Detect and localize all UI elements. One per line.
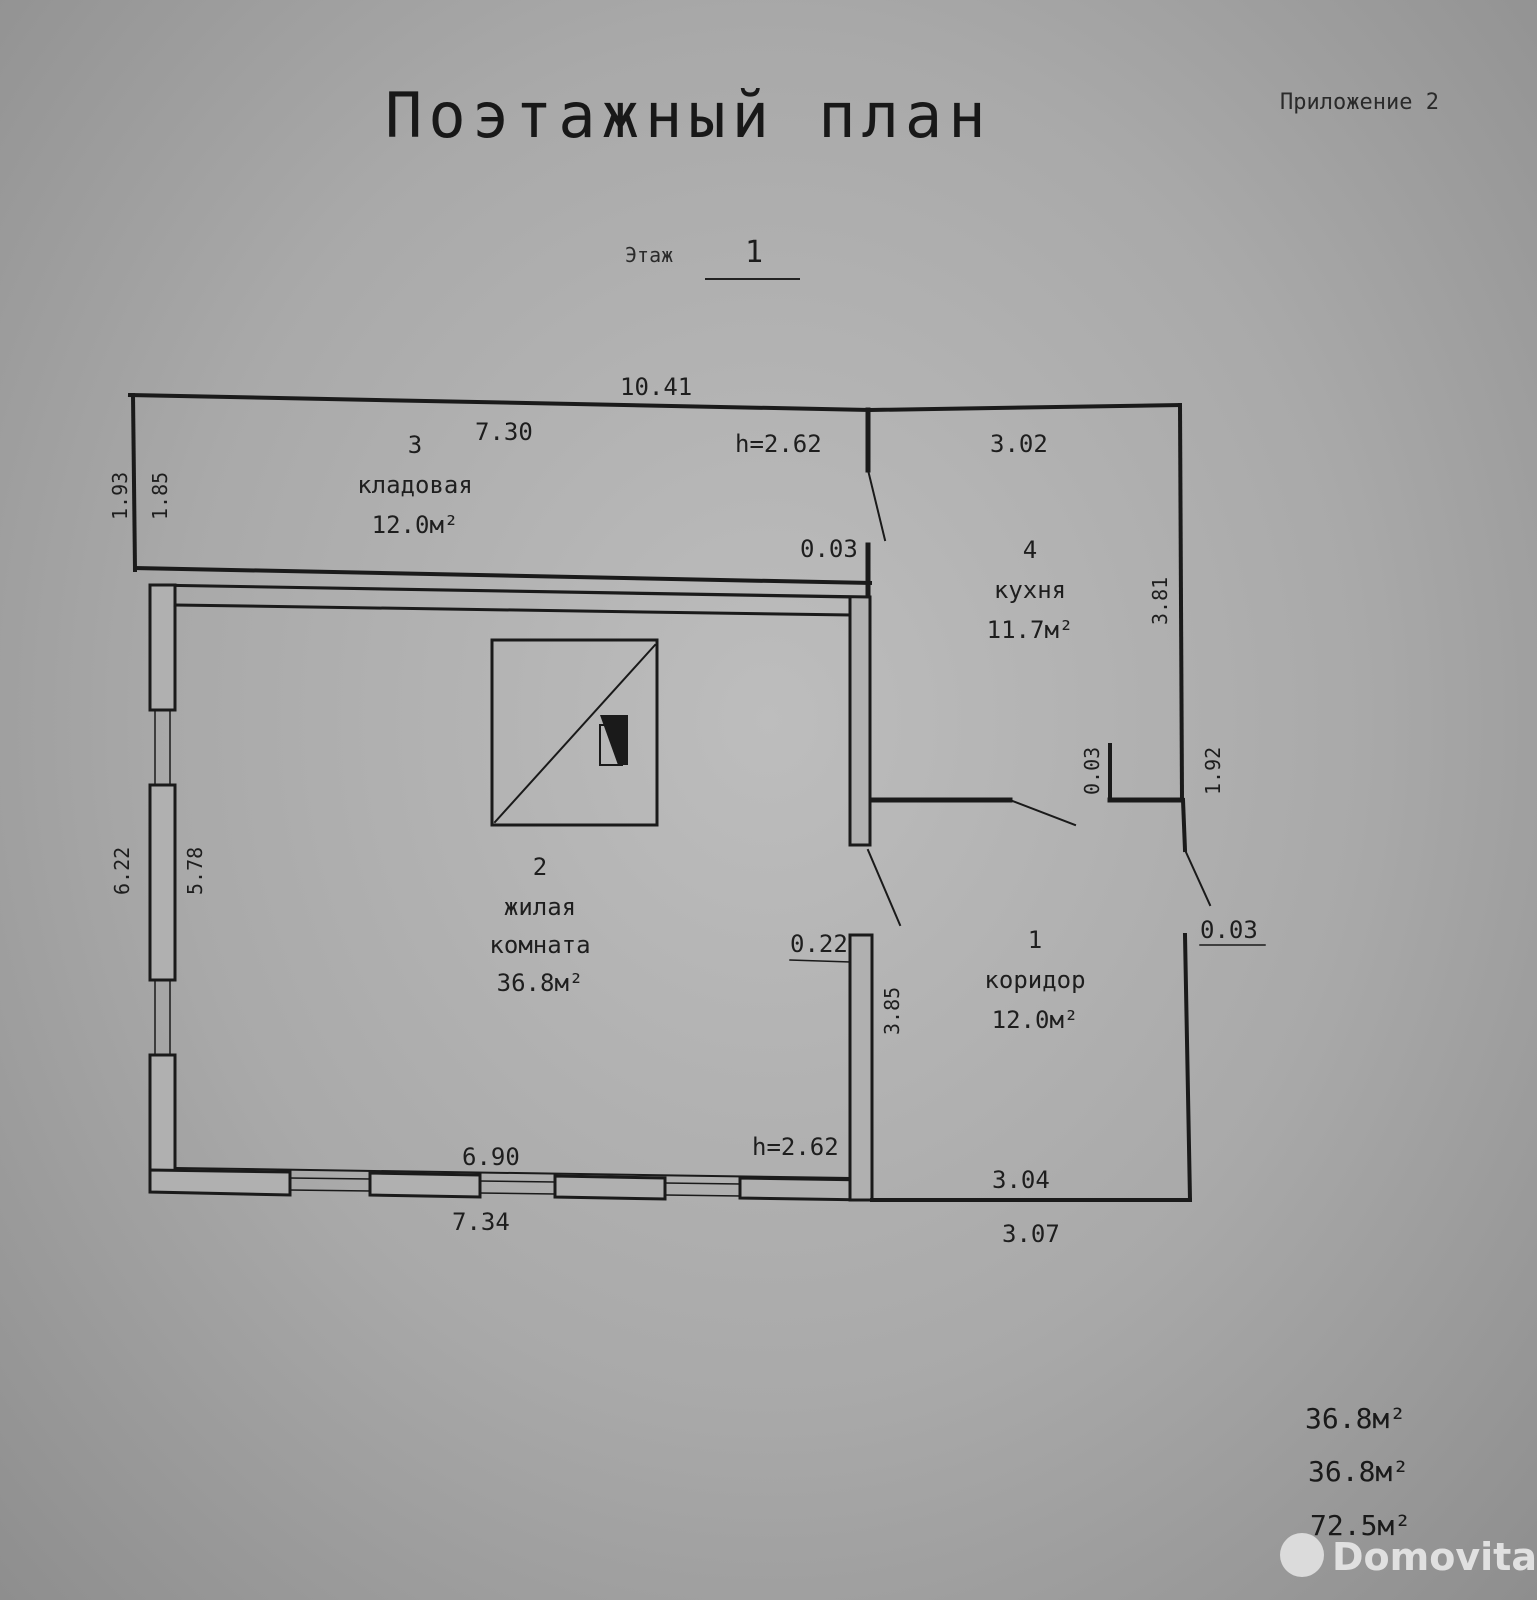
- dim-height-room: h=2.62: [752, 1133, 839, 1161]
- room-wall-left-upper: [148, 583, 177, 712]
- floor-label: Этаж: [625, 243, 674, 267]
- dim-overall-top: 10.41: [620, 373, 693, 401]
- room-3-area: 12.0м²: [371, 511, 459, 539]
- dim-left-inner-storage: 1.85: [148, 471, 172, 520]
- dim-door-storage: 0.03: [800, 535, 858, 563]
- room-2-label: 2 жилая комната 36.8м²: [450, 855, 630, 995]
- room-1-area: 12.0м²: [991, 1006, 1079, 1034]
- window-bottom-1a: [289, 1177, 371, 1180]
- summary-area-2: 36.8м²: [1308, 1455, 1410, 1488]
- dim-corridor-left: 3.85: [880, 986, 904, 1035]
- window-bottom-2a: [479, 1180, 556, 1183]
- door-swing-kitchen: [1008, 798, 1077, 827]
- floor-number: 1: [745, 235, 764, 270]
- dim-door-corridor: 0.03: [1200, 916, 1258, 944]
- watermark-text: Domovita: [1332, 1535, 1537, 1579]
- dim-kitchen-width: 3.02: [990, 430, 1048, 458]
- right-outer-wall-mid: [1180, 797, 1188, 853]
- dim-storage-width: 7.30: [475, 418, 533, 446]
- dim-partition: 0.22: [790, 930, 848, 958]
- room-wall-inner-bottom: [173, 1166, 852, 1180]
- room-4-name: кухня: [993, 576, 1067, 604]
- right-outer-wall-lower: [1182, 932, 1193, 1203]
- stove-outline: [490, 638, 659, 827]
- summary-area-3: 72.5м²: [1310, 1509, 1412, 1542]
- dim-left-outer-room: 6.22: [110, 846, 134, 895]
- stove-inner: [599, 724, 623, 766]
- room-2-name-line1: жилая: [503, 893, 577, 921]
- room-3-name: кладовая: [357, 471, 473, 499]
- room-wall-top: [149, 583, 872, 847]
- door-swing-storage: [866, 468, 887, 542]
- summary-area-1: 36.8м²: [1305, 1402, 1407, 1435]
- partition-wall: [848, 933, 874, 1202]
- room-wall-inner-top: [173, 603, 852, 617]
- window-bottom-2b: [479, 1192, 556, 1195]
- window-bottom-1b: [289, 1189, 371, 1192]
- room-1-name: коридор: [984, 966, 1086, 994]
- room-2-name-line2: комната: [489, 931, 591, 959]
- plan-title: Поэтажный план: [385, 79, 992, 152]
- watermark-circle-icon: [1280, 1533, 1324, 1577]
- dim-left-outer-storage: 1.93: [108, 471, 132, 520]
- dim-right-small: 1.92: [1201, 746, 1225, 795]
- dim-room-inner-bottom: 6.90: [462, 1143, 520, 1171]
- watermark-logo: Domovita: [1270, 1525, 1537, 1585]
- dim-corridor-outer-bottom: 3.07: [1002, 1220, 1060, 1248]
- window-bottom-3a: [664, 1182, 741, 1185]
- room-4-label: 4 кухня 11.7м²: [950, 538, 1110, 642]
- room-4-area: 11.7м²: [986, 616, 1074, 644]
- door-swing-entrance: [1183, 848, 1212, 907]
- room-3-number: 3: [407, 431, 423, 459]
- room-2-number: 2: [532, 853, 548, 881]
- leader-0-22: [789, 959, 851, 963]
- room-3-label: 3 кладовая 12.0м²: [335, 433, 495, 537]
- window-bottom-3b: [664, 1194, 741, 1197]
- dim-height-storage: h=2.62: [735, 430, 822, 458]
- room-4-number: 4: [1022, 536, 1038, 564]
- room-wall-bottom-1: [148, 1168, 292, 1197]
- room-wall-left-mid: [148, 783, 177, 982]
- dim-kitchen-small: 0.03: [1080, 746, 1104, 795]
- dim-corridor-inner-bottom: 3.04: [992, 1166, 1050, 1194]
- stove-fill: [600, 715, 628, 765]
- room-2-area: 36.8м²: [496, 969, 584, 997]
- dim-left-inner-room: 5.78: [183, 846, 207, 895]
- dim-kitchen-right: 3.81: [1148, 576, 1172, 625]
- room-1-label: 1 коридор 12.0м²: [955, 928, 1115, 1032]
- storage-left-wall: [130, 392, 138, 573]
- appendix-label: Приложение 2: [1280, 90, 1439, 115]
- storage-bottom-wall: [132, 565, 873, 586]
- right-outer-wall-upper: [1177, 402, 1185, 803]
- stove-diagonal: [493, 643, 657, 824]
- room-wall-bottom-2: [368, 1171, 482, 1199]
- floor-underline: [705, 278, 800, 280]
- room-wall-bottom-3: [553, 1174, 667, 1201]
- dim-room-outer-bottom: 7.34: [452, 1208, 510, 1236]
- door-swing-room: [866, 848, 902, 927]
- room-1-number: 1: [1027, 926, 1043, 954]
